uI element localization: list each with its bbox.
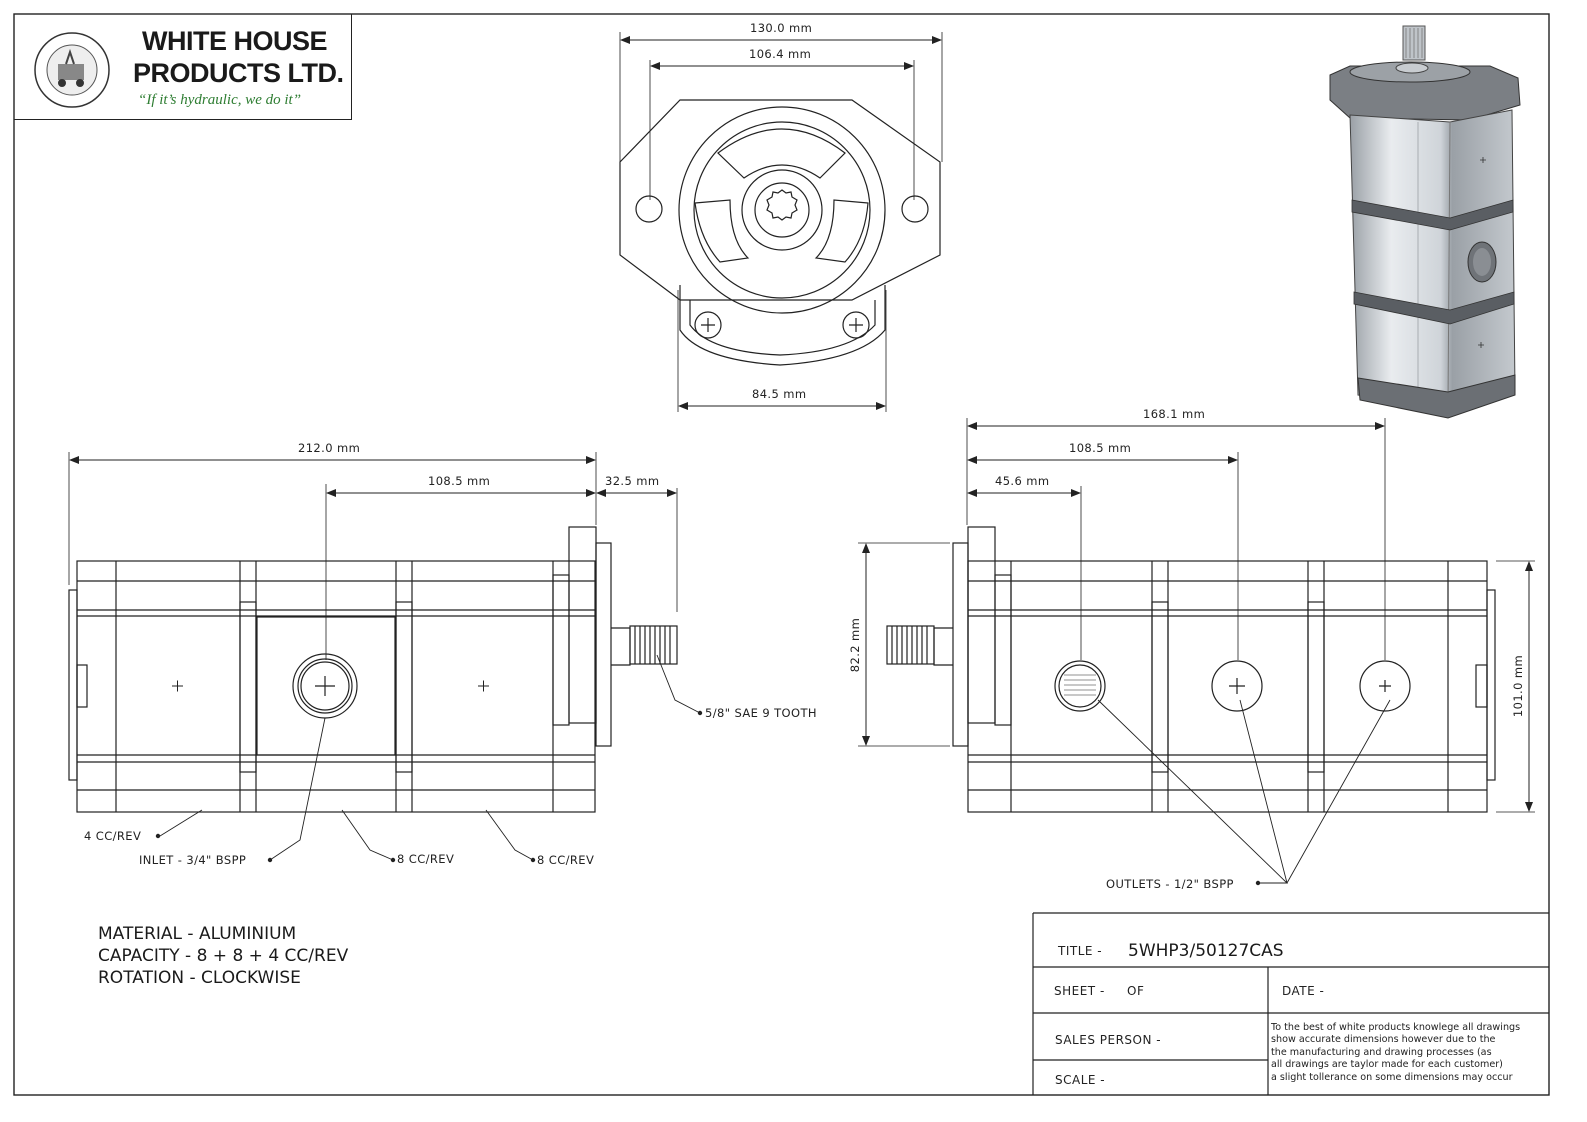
disclaimer-line: show accurate dimensions however due to … <box>1271 1034 1496 1046</box>
sheet-label: SHEET - <box>1054 984 1105 998</box>
disclaimer-line: all drawings are taylor made for each cu… <box>1271 1059 1503 1071</box>
company-tagline: “If it’s hydraulic, we do it” <box>138 92 302 108</box>
dim-label-flange-height: 82.2 mm <box>848 617 862 673</box>
disclaimer-line: a slight tollerance on some dimensions m… <box>1271 1071 1513 1083</box>
outlets-label: OUTLETS - 1/2" BSPP <box>1106 877 1234 891</box>
title-block <box>1032 912 1549 1095</box>
date-label: DATE - <box>1282 984 1325 998</box>
left-leader-dots <box>155 710 703 863</box>
of-label: OF <box>1127 984 1145 998</box>
rear-section-label: 4 CC/REV <box>84 829 142 843</box>
pump-3d-render <box>1329 25 1521 419</box>
dim-label-total-length: 212.0 mm <box>298 441 361 455</box>
dim-label-front-outlet: 45.6 mm <box>995 474 1050 488</box>
front-view <box>619 32 943 412</box>
inlet-label: INLET - 3/4" BSPP <box>139 853 247 867</box>
company-seal-icon <box>34 32 110 108</box>
spec-material: MATERIAL - ALUMINIUM <box>98 924 297 944</box>
dim-label-overall-width: 130.0 mm <box>750 21 813 35</box>
left-side-view <box>68 452 701 861</box>
spec-rotation: ROTATION - CLOCKWISE <box>98 968 301 988</box>
front-section-label: 8 CC/REV <box>537 853 595 867</box>
dim-label-inlet-position: 108.5 mm <box>428 474 491 488</box>
disclaimer-line: To the best of white products knowlege a… <box>1271 1022 1521 1033</box>
dim-label-body-height: 101.0 mm <box>1511 654 1525 718</box>
sheet-border <box>13 13 1550 1096</box>
logo-panel <box>14 14 352 120</box>
outlet-leader-dot <box>1255 880 1261 886</box>
sales-person-label: SALES PERSON - <box>1055 1033 1162 1047</box>
drawing-title: 5WHP3/50127CAS <box>1128 941 1284 961</box>
disclaimer-line: the manufacturing and drawing processes … <box>1271 1046 1492 1058</box>
shaft-spec-label: 5/8" SAE 9 TOOTH <box>705 706 817 720</box>
right-side-view <box>858 418 1535 884</box>
dim-label-base-width: 84.5 mm <box>752 387 807 401</box>
company-name-line2: PRODUCTS LTD. <box>133 58 344 88</box>
dim-label-mid-outlet: 108.5 mm <box>1069 441 1132 455</box>
title-label: TITLE - <box>1058 944 1103 958</box>
dim-label-bolt-centres: 106.4 mm <box>749 47 812 61</box>
mid-section-label: 8 CC/REV <box>397 852 455 866</box>
disclaimer-text: To the best of white products knowlege a… <box>1271 1022 1551 1084</box>
company-name-line1: WHITE HOUSE <box>142 26 328 56</box>
scale-label: SCALE - <box>1055 1073 1106 1087</box>
dim-label-rear-outlet: 168.1 mm <box>1143 407 1206 421</box>
dim-label-shaft-length: 32.5 mm <box>605 474 660 488</box>
spec-capacity: CAPACITY - 8 + 8 + 4 CC/REV <box>98 946 349 966</box>
